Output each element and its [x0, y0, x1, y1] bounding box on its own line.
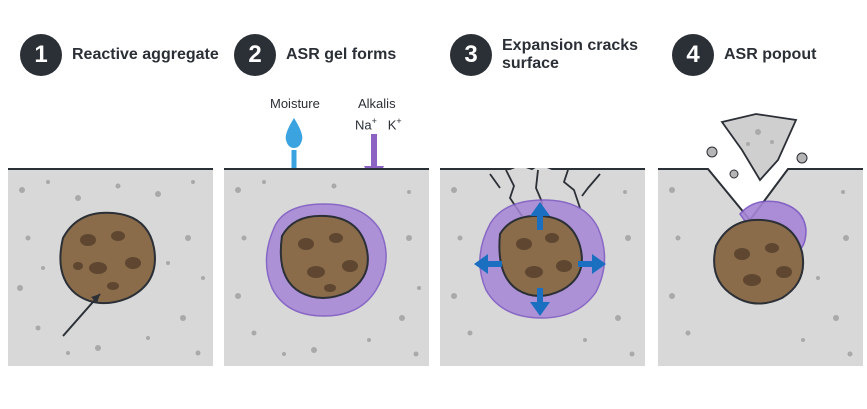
- step-2: 2 ASR gel forms Moisture Alkalis Na+ K+: [224, 0, 439, 409]
- popout-fragments-icon: [706, 113, 808, 182]
- step-4: 4 ASR popout: [658, 0, 867, 409]
- expansion-arrows: [474, 202, 606, 316]
- charge-symbol: +: [396, 116, 402, 126]
- concrete-speckles: [17, 180, 205, 356]
- concrete-panel: [440, 168, 645, 366]
- step-title: ASR popout: [724, 46, 817, 63]
- step-number-badge: 2: [234, 34, 276, 76]
- concrete-panel: [224, 168, 429, 366]
- remaining-aggregate: [713, 218, 804, 305]
- alkalis-label: Alkalis: [358, 96, 396, 111]
- ions-label: Na+ K+: [355, 116, 402, 132]
- step-title: Reactive aggregate: [72, 46, 219, 63]
- step-1: 1 Reactive aggregate: [8, 0, 223, 409]
- step-3: 3 Expansion cracks surface: [440, 0, 655, 409]
- potassium-label: K: [387, 117, 397, 133]
- concrete-speckles: [235, 180, 421, 357]
- step-title: Expansion cracks surface: [502, 37, 639, 72]
- concrete-panel: [658, 168, 863, 366]
- pointer-arrow: [62, 293, 101, 337]
- step-1-header: 1 Reactive aggregate: [20, 34, 219, 76]
- charge-symbol: +: [371, 116, 377, 126]
- step-2-header: 2 ASR gel forms: [234, 34, 396, 76]
- moisture-label: Moisture: [270, 96, 320, 111]
- step-number-badge: 3: [450, 34, 492, 76]
- sodium-label: Na: [355, 117, 372, 133]
- reactive-aggregate: [59, 211, 156, 305]
- step-3-header: 3 Expansion cracks surface: [450, 34, 642, 76]
- concrete-panel: [8, 168, 213, 366]
- step-number-badge: 4: [672, 34, 714, 76]
- step-number-badge: 1: [20, 34, 62, 76]
- step-title: ASR gel forms: [286, 46, 397, 63]
- step-4-header: 4 ASR popout: [672, 34, 816, 76]
